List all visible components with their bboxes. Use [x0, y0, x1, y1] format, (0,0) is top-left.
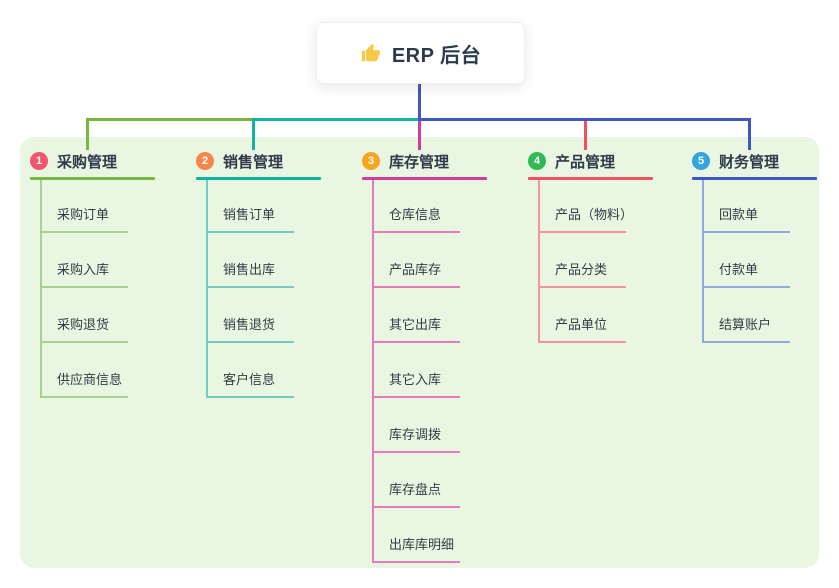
branch-label: 财务管理	[719, 153, 780, 171]
item-underline	[40, 231, 128, 233]
item-label[interactable]: 供应商信息	[57, 372, 123, 387]
item-label[interactable]: 其它入库	[389, 372, 442, 387]
item-underline	[372, 396, 460, 398]
branch-heading-4[interactable]: 4 产品管理	[528, 145, 615, 177]
branch-number-badge: 4	[528, 152, 546, 170]
branch-heading-1[interactable]: 1 采购管理	[30, 145, 117, 177]
item-label[interactable]: 销售出库	[223, 262, 276, 277]
item-underline	[372, 286, 460, 288]
item-underline	[538, 231, 626, 233]
item-underline	[538, 286, 626, 288]
branches-panel	[20, 137, 819, 568]
item-label[interactable]: 结算账户	[719, 317, 772, 332]
branch-stem	[538, 180, 540, 343]
branch-stem	[702, 180, 704, 343]
branch-number-badge: 5	[692, 152, 710, 170]
branch-underline	[196, 177, 321, 180]
branch-drop-2	[252, 118, 255, 150]
item-label[interactable]: 出库库明细	[389, 537, 455, 552]
item-underline	[206, 396, 294, 398]
thumbs-up-icon	[361, 43, 380, 62]
item-underline	[372, 231, 460, 233]
branch-drop-4	[584, 118, 587, 150]
branch-drop-1	[86, 118, 89, 150]
item-label[interactable]: 产品单位	[555, 317, 608, 332]
root-node-label: ERP 后台	[391, 44, 482, 67]
branch-drop-5	[748, 118, 751, 150]
branch-underline	[528, 177, 653, 180]
item-underline	[372, 451, 460, 453]
bus-segment-5	[418, 118, 751, 121]
branch-label: 产品管理	[555, 153, 616, 171]
branch-stem	[372, 180, 374, 563]
item-label[interactable]: 销售退货	[223, 317, 276, 332]
item-label[interactable]: 产品（物料）	[555, 207, 634, 222]
item-underline	[372, 506, 460, 508]
item-underline	[206, 341, 294, 343]
item-label[interactable]: 库存盘点	[389, 482, 442, 497]
item-underline	[206, 286, 294, 288]
branch-number-badge: 2	[196, 152, 214, 170]
item-label[interactable]: 采购订单	[57, 207, 110, 222]
item-underline	[702, 231, 790, 233]
root-node[interactable]: ERP 后台	[316, 22, 525, 84]
item-label[interactable]: 采购入库	[57, 262, 110, 277]
branch-underline	[692, 177, 817, 180]
item-underline	[40, 396, 128, 398]
item-label[interactable]: 其它出库	[389, 317, 442, 332]
item-label[interactable]: 库存调拨	[389, 427, 442, 442]
item-label[interactable]: 产品分类	[555, 262, 608, 277]
branch-number-badge: 1	[30, 152, 48, 170]
item-label[interactable]: 销售订单	[223, 207, 276, 222]
item-underline	[40, 286, 128, 288]
item-underline	[206, 231, 294, 233]
branch-label: 采购管理	[57, 153, 118, 171]
branch-stem	[40, 180, 42, 398]
item-underline	[702, 286, 790, 288]
item-label[interactable]: 付款单	[719, 262, 759, 277]
item-label[interactable]: 回款单	[719, 207, 759, 222]
item-underline	[538, 341, 626, 343]
branch-number-badge: 3	[362, 152, 380, 170]
branch-heading-3[interactable]: 3 库存管理	[362, 145, 449, 177]
branch-label: 库存管理	[389, 153, 450, 171]
branch-heading-5[interactable]: 5 财务管理	[692, 145, 779, 177]
item-label[interactable]: 采购退货	[57, 317, 110, 332]
item-underline	[372, 341, 460, 343]
item-underline	[702, 341, 790, 343]
bus-segment-2	[252, 118, 421, 121]
branch-underline	[362, 177, 487, 180]
branch-stem	[206, 180, 208, 398]
item-label[interactable]: 仓库信息	[389, 207, 442, 222]
branch-underline	[30, 177, 155, 180]
branch-label: 销售管理	[223, 153, 284, 171]
branch-heading-2[interactable]: 2 销售管理	[196, 145, 283, 177]
item-label[interactable]: 客户信息	[223, 372, 276, 387]
trunk-line	[418, 82, 421, 121]
item-underline	[40, 341, 128, 343]
item-label[interactable]: 产品库存	[389, 262, 442, 277]
item-underline	[372, 561, 460, 563]
branch-drop-3	[418, 118, 421, 150]
